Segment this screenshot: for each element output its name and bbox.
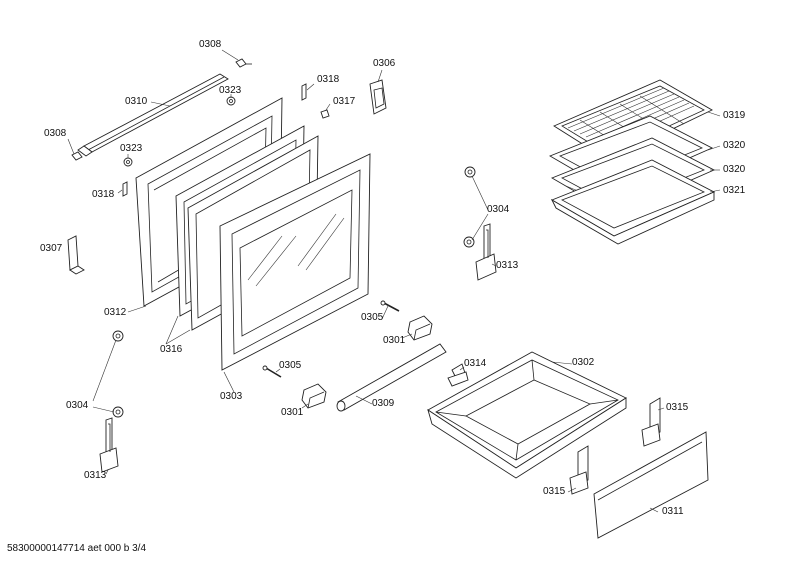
part-0307-bracket	[67, 235, 85, 275]
callout-0304-left: 0304	[66, 400, 89, 411]
callout-0323-top: 0323	[219, 85, 242, 96]
callout-0318-top: 0318	[317, 74, 340, 85]
callout-0315-left: 0315	[543, 486, 566, 497]
callout-0304-right: 0304	[487, 204, 510, 215]
part-0315-slide-left	[569, 445, 589, 495]
callout-0314: 0314	[464, 358, 487, 369]
part-0304-roller-left-bottom	[112, 406, 124, 418]
callout-0313-left: 0313	[84, 470, 107, 481]
callout-0313-right: 0313	[496, 260, 519, 271]
part-0304-roller-left-top	[112, 330, 124, 342]
part-0301-handle-mount-lower	[301, 383, 327, 409]
part-0317	[320, 109, 330, 119]
part-0303-outer-door	[219, 153, 371, 371]
callout-0315-right: 0315	[666, 402, 689, 413]
part-0308-end-cap-left	[71, 151, 83, 161]
callout-0301-upper: 0301	[383, 335, 406, 346]
part-0304-roller-right-top	[464, 166, 476, 178]
callout-0321: 0321	[723, 185, 746, 196]
part-0314-bracket	[447, 363, 469, 387]
callout-0320-lower: 0320	[723, 164, 746, 175]
callout-0308-top: 0308	[199, 39, 222, 50]
part-0323-grommet-top	[226, 96, 236, 106]
part-0308-end-cap-top	[235, 58, 252, 68]
callout-0311: 0311	[662, 506, 684, 517]
callout-0301-lower: 0301	[281, 407, 304, 418]
document-reference-footer: 58300000147714 aet 000 b 3/4	[7, 543, 147, 554]
part-0323-grommet-left	[123, 157, 133, 167]
part-0311-front-panel	[593, 431, 709, 539]
part-0315-slide-right	[641, 397, 661, 447]
callout-0312: 0312	[104, 307, 127, 318]
part-0313-hinge-right	[475, 223, 497, 281]
callout-0302: 0302	[572, 357, 595, 368]
part-0301-handle-mount-upper	[407, 315, 433, 341]
callout-0316: 0316	[160, 344, 183, 355]
callout-0320-upper: 0320	[723, 140, 746, 151]
part-0305-screw-lower	[262, 365, 282, 378]
callout-0308-left: 0308	[44, 128, 67, 139]
callout-0305-upper: 0305	[361, 312, 384, 323]
callout-0303: 0303	[220, 391, 243, 402]
part-0304-roller-right-bottom	[463, 236, 475, 248]
part-0309-handle-bar	[336, 343, 447, 412]
part-0318-clip-left	[122, 181, 128, 197]
callout-0310: 0310	[125, 96, 148, 107]
part-0305-screw-upper	[380, 300, 400, 312]
callout-0309: 0309	[372, 398, 395, 409]
part-0310-trim-strip	[77, 73, 229, 157]
part-0318-clip-top	[301, 83, 307, 101]
callout-0323-left: 0323	[120, 143, 143, 154]
callout-0306: 0306	[373, 58, 396, 69]
part-0313-hinge-left	[99, 417, 119, 473]
part-0302-drip-tray	[427, 351, 627, 479]
callout-0318-left: 0318	[92, 189, 115, 200]
callout-0319: 0319	[723, 110, 746, 121]
part-0306-bracket	[369, 79, 387, 115]
callout-0307: 0307	[40, 243, 63, 254]
part-0321-deep-pan	[550, 159, 716, 245]
callout-0305-lower: 0305	[279, 360, 302, 371]
leader-lines	[67, 49, 721, 513]
callout-0317: 0317	[333, 96, 356, 107]
